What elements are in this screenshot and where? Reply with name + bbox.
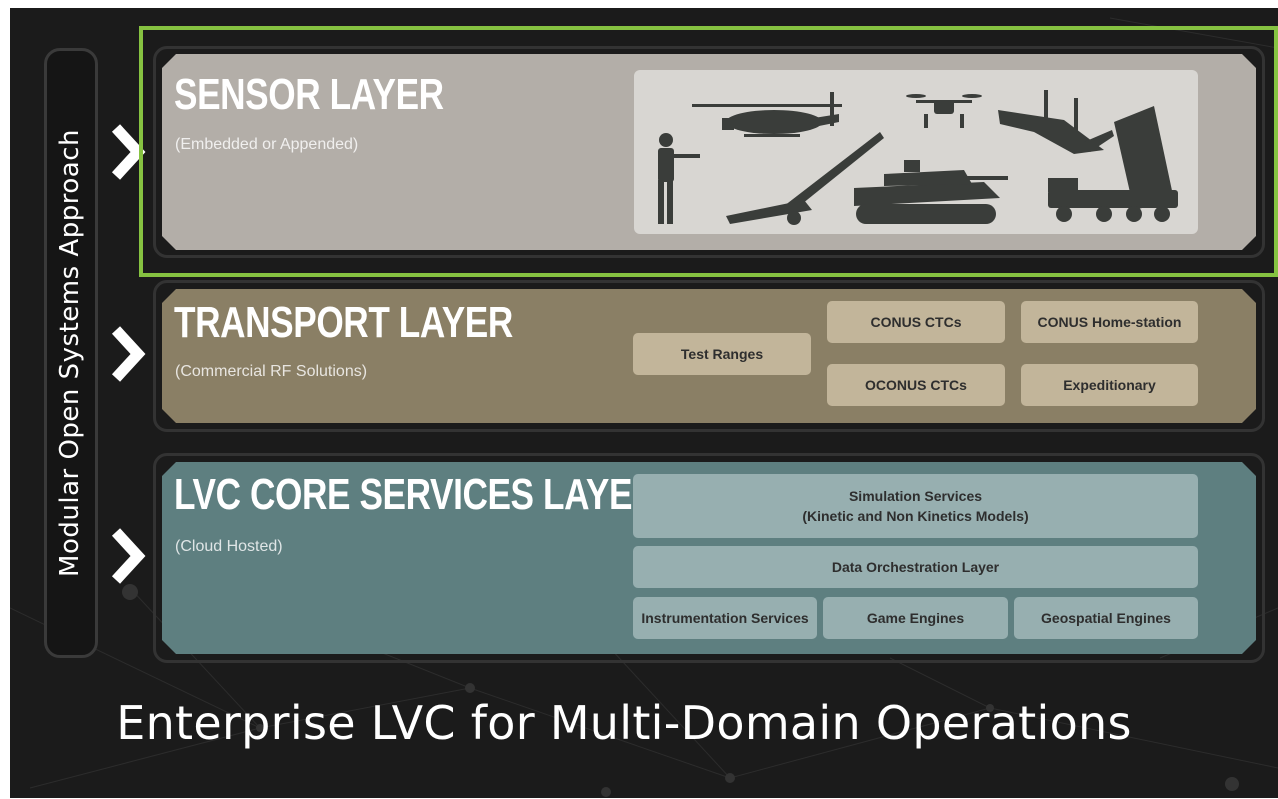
test-ranges-box: Test Ranges — [633, 333, 811, 375]
diagram-title: Enterprise LVC for Multi-Domain Operatio… — [116, 696, 1132, 750]
expeditionary-box: Expeditionary — [1021, 364, 1198, 406]
chevron-right-icon — [111, 528, 146, 584]
core-layer-frame — [153, 453, 1265, 663]
chevron-right-icon — [111, 124, 146, 180]
side-banner: Modular Open Systems Approach — [43, 48, 97, 658]
geospatial-engines-box: Geospatial Engines — [1014, 597, 1198, 639]
simulation-services-label: Simulation Services — [848, 488, 983, 504]
core-layer-subtitle: (Cloud Hosted) — [175, 538, 283, 555]
drone-icon — [906, 94, 982, 128]
transport-layer-subtitle: (Commercial RF Solutions) — [175, 363, 368, 380]
sensor-layer-highlight — [139, 26, 1278, 277]
conus-home-station-box: CONUS Home-station — [1021, 301, 1198, 343]
simulation-services-sublabel: (Kinetic and Non Kinetics Models) — [802, 508, 1029, 524]
oconus-ctcs-box: OCONUS CTCs — [827, 364, 1005, 406]
howitzer-icon — [726, 132, 884, 225]
simulation-services-box: Simulation Services (Kinetic and Non Kin… — [633, 474, 1198, 538]
diagram-canvas: Modular Open Systems Approach SENSOR LAY… — [10, 8, 1278, 798]
network-background — [10, 17, 1278, 797]
sensor-layer-title: SENSOR LAYER — [174, 70, 444, 119]
transport-layer-frame — [153, 280, 1265, 432]
attack-helicopter-icon — [692, 92, 842, 137]
sensor-layer-frame — [153, 46, 1265, 258]
game-engines-box: Game Engines — [823, 597, 1008, 639]
core-layer-title: LVC CORE SERVICES LAYER — [174, 470, 658, 519]
side-banner-label: Modular Open Systems Approach — [55, 129, 85, 577]
sensor-layer-subtitle: (Embedded or Appended) — [175, 136, 359, 153]
soldier-icon — [658, 133, 700, 224]
data-orchestration-box: Data Orchestration Layer — [633, 546, 1198, 588]
side-banner-frame — [44, 48, 98, 658]
missile-launcher-truck-icon — [1048, 106, 1178, 222]
conus-ctcs-box: CONUS CTCs — [827, 301, 1005, 343]
instrumentation-services-box: Instrumentation Services — [633, 597, 817, 639]
chevron-right-icon — [111, 326, 146, 382]
sensor-assets-image — [634, 70, 1198, 234]
tank-icon — [854, 160, 1008, 224]
transport-layer-title: TRANSPORT LAYER — [174, 298, 513, 347]
tiltrotor-aircraft-icon — [998, 90, 1114, 154]
